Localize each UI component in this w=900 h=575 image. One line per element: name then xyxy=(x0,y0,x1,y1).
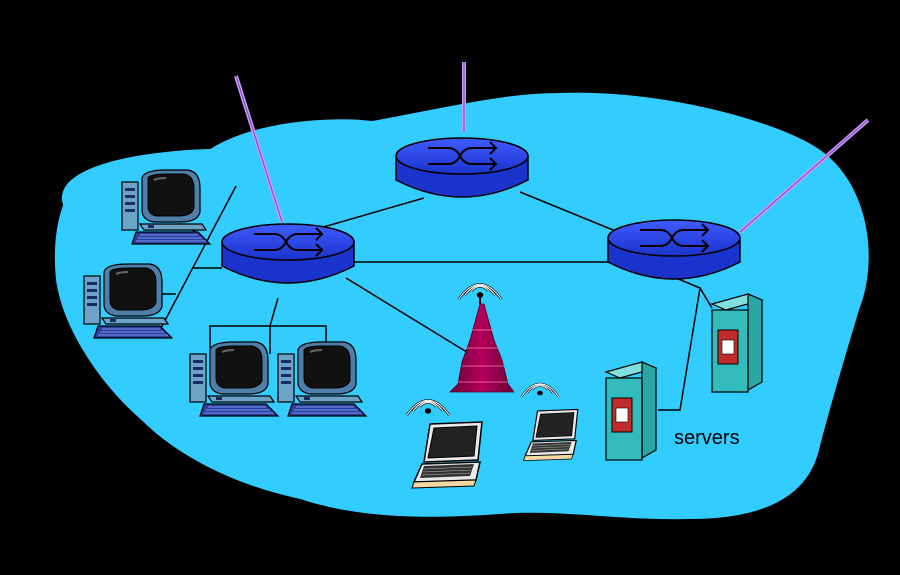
router-icon xyxy=(607,219,741,280)
router-icon xyxy=(221,223,355,284)
wireless-tower-icon xyxy=(449,292,515,393)
router-icon xyxy=(395,137,529,198)
servers-label: servers xyxy=(674,427,740,449)
